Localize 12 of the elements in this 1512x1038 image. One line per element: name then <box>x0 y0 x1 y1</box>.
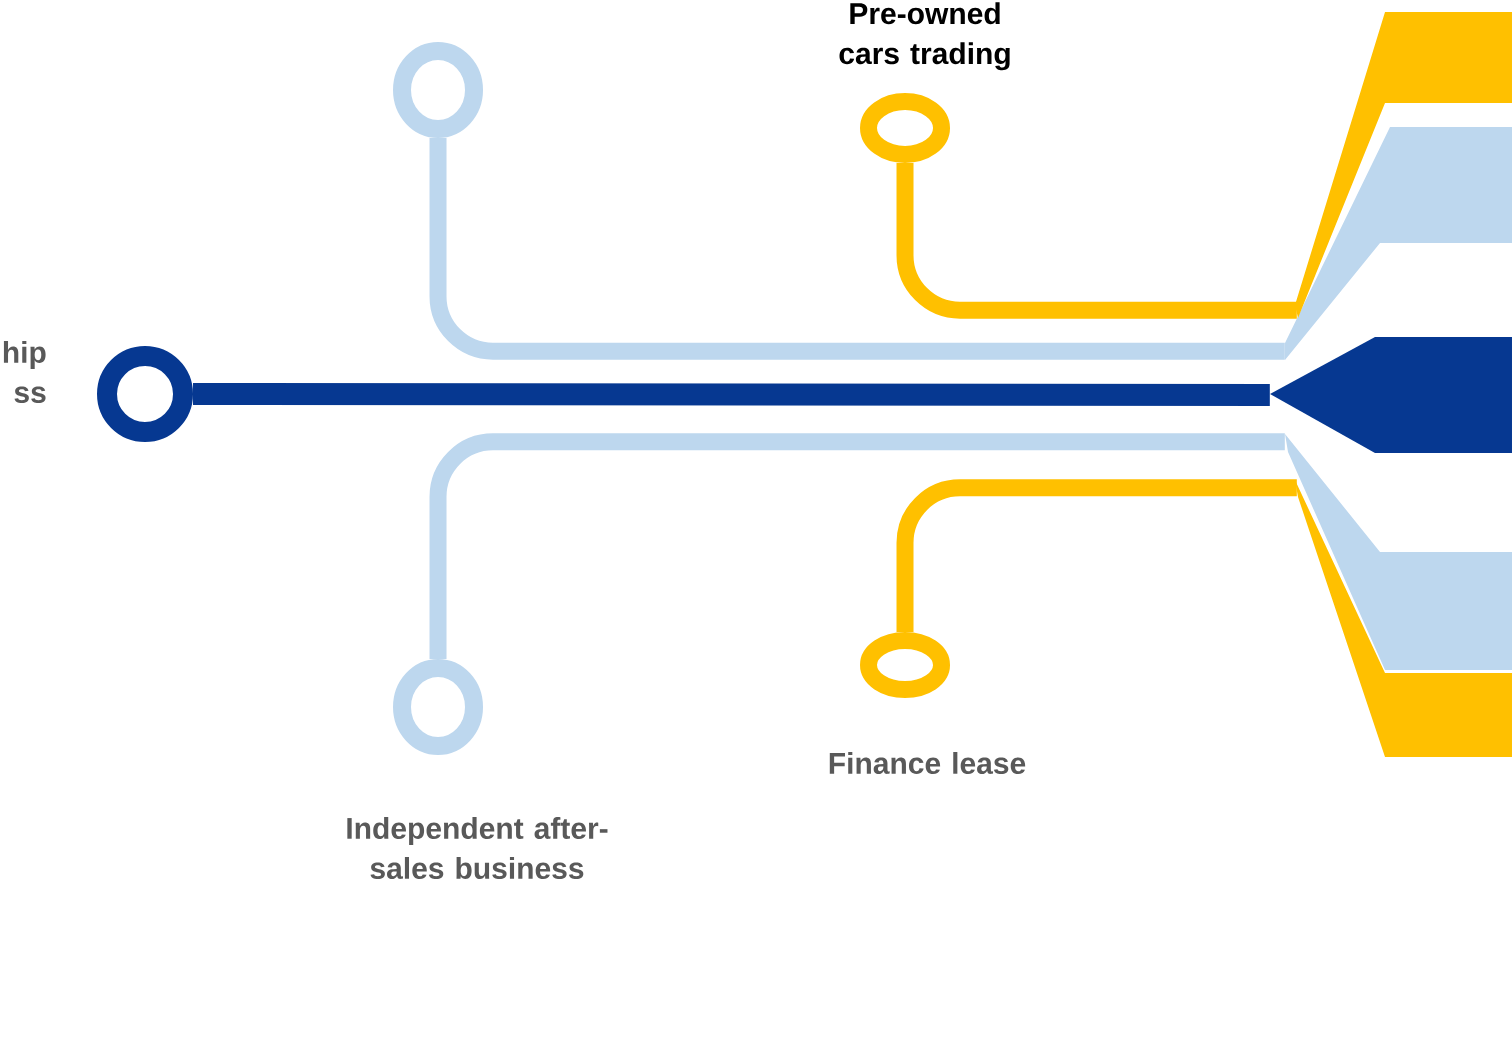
ring-marker <box>393 42 483 138</box>
band-shape <box>1270 337 1512 453</box>
connector-line <box>429 138 1285 360</box>
node-caption: Pre-owned cars trading <box>839 2 1010 71</box>
node-caption: Independent after-sales business <box>347 817 608 879</box>
band-shape <box>1295 12 1512 318</box>
node-caption: Finance lease <box>829 752 1026 774</box>
band-shape <box>1285 127 1512 360</box>
connector-line <box>429 433 1285 659</box>
connector-line <box>193 383 1270 406</box>
node-caption: hip ss <box>3 341 46 403</box>
band-shape <box>1285 434 1512 670</box>
